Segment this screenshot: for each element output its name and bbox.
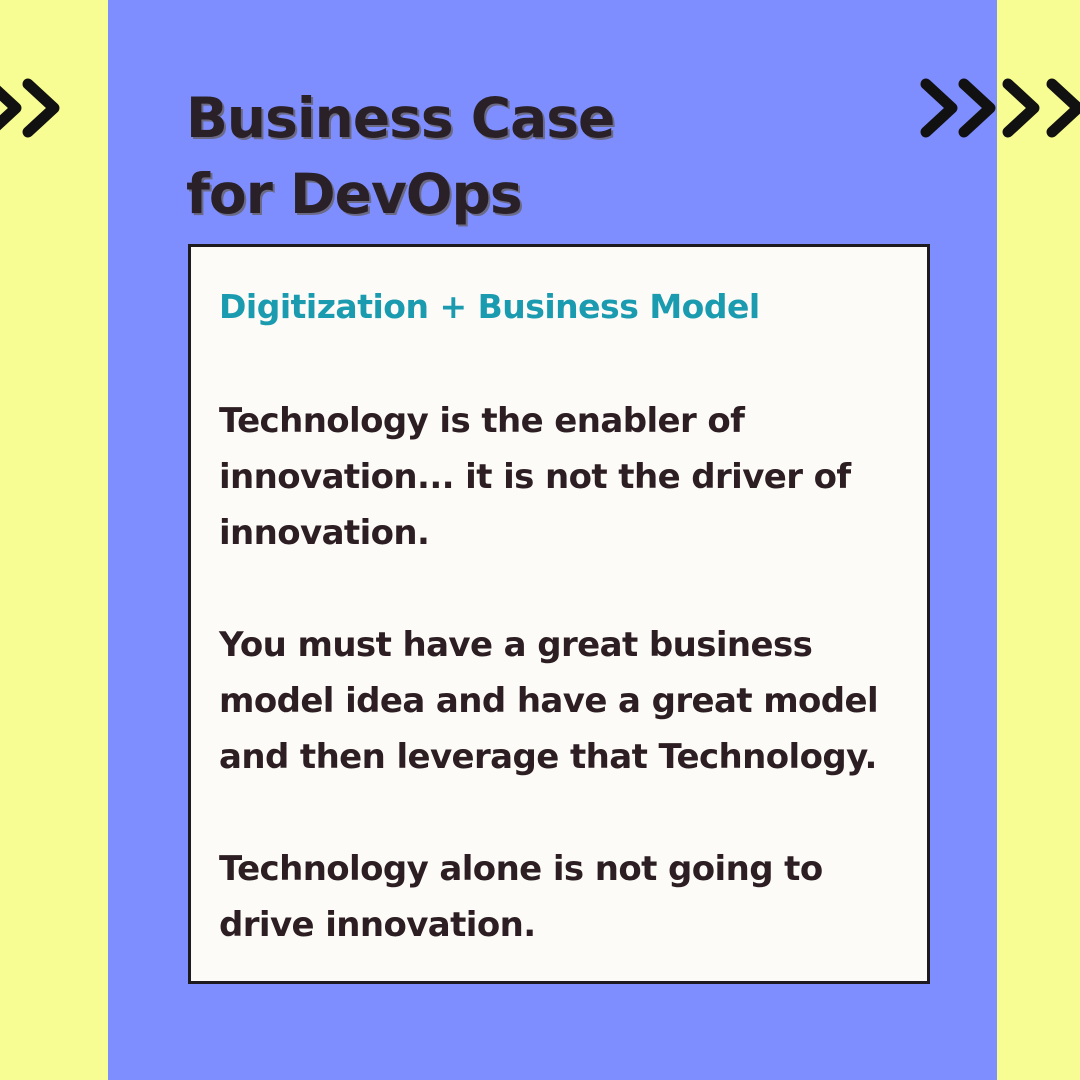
paragraph-line: drive innovation. xyxy=(219,905,536,945)
title-line-2: for DevOps xyxy=(186,162,523,226)
paragraph-line: and then leverage that Technology. xyxy=(219,737,877,777)
quadruple-chevron-right-icon xyxy=(920,78,1080,138)
paragraph-1: Technology is the enabler of innovation.… xyxy=(219,393,851,561)
paragraph-line: model idea and have a great model xyxy=(219,681,879,721)
paragraph-line: innovation. xyxy=(219,513,430,553)
card-subtitle: Digitization + Business Model xyxy=(219,287,760,326)
paragraph-3: Technology alone is not going to drive i… xyxy=(219,841,823,953)
content-card: Digitization + Business Model Technology… xyxy=(188,244,930,984)
page-title: Business Case for DevOps xyxy=(186,80,615,232)
title-line-1: Business Case xyxy=(186,86,615,150)
paragraph-line: innovation... it is not the driver of xyxy=(219,457,851,497)
paragraph-line: You must have a great business xyxy=(219,625,813,665)
paragraph-2: You must have a great business model ide… xyxy=(219,617,879,785)
paragraph-line: Technology is the enabler of xyxy=(219,401,745,441)
paragraph-line: Technology alone is not going to xyxy=(219,849,823,889)
double-chevron-right-icon xyxy=(0,78,60,138)
